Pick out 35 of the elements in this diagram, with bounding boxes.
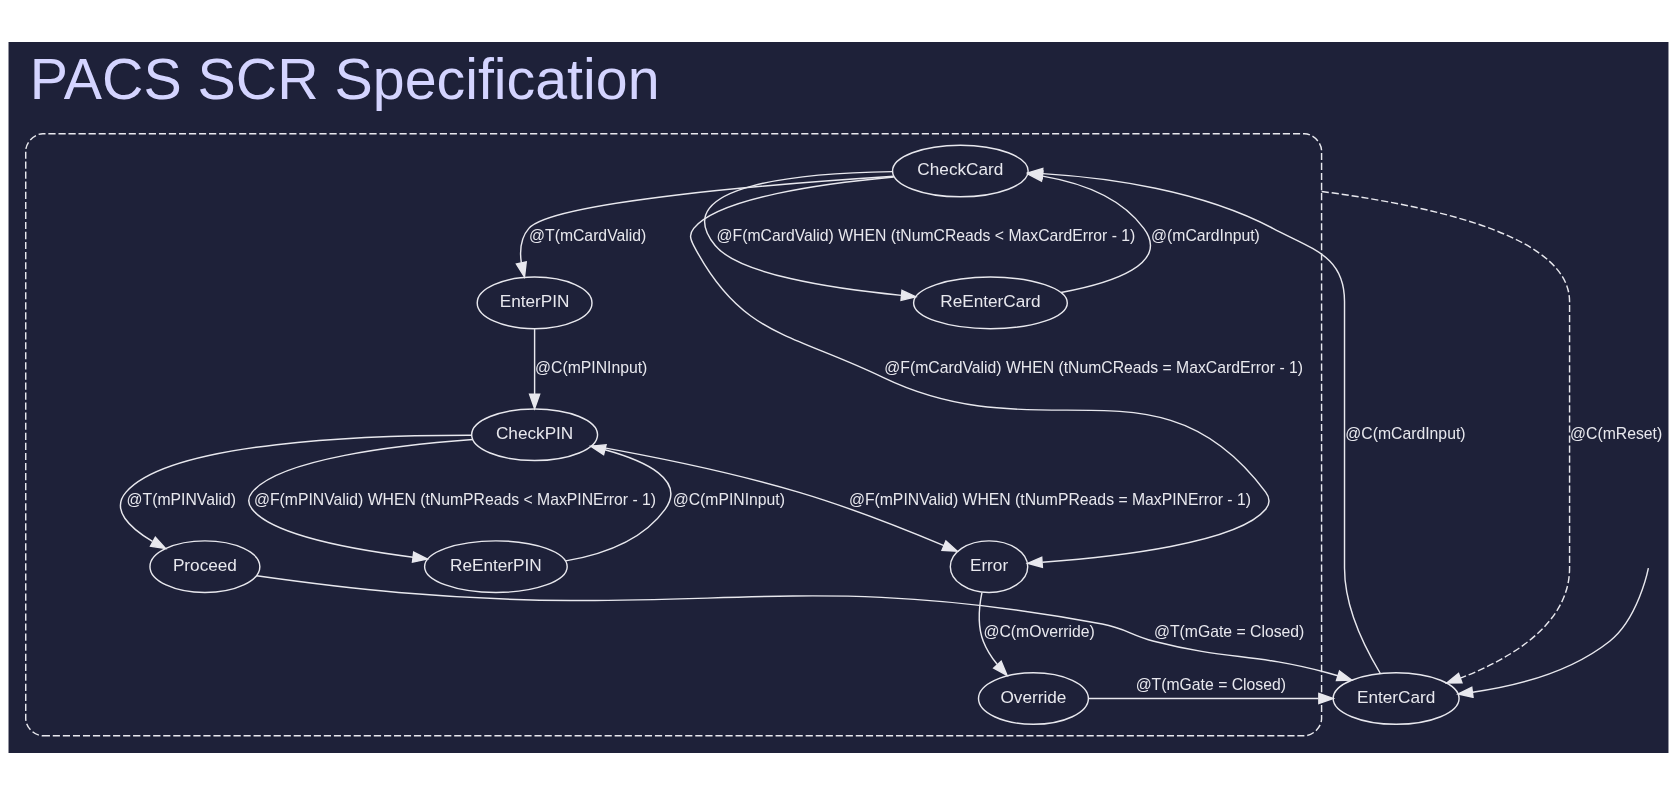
node-ellipse: Error (949, 539, 1029, 593)
edge-label: @T(mPINValid) (126, 490, 236, 508)
node-ellipse: CheckCard (891, 144, 1029, 198)
edge-label: @T(mGate = Closed) (1153, 622, 1305, 640)
arrow (704, 170, 918, 301)
arrow (564, 443, 672, 562)
edge-label: @F(mPINValid) WHEN (tNumPReads < MaxPINError - 1) (254, 490, 657, 508)
diagram-title: PACS SCR Specification (29, 46, 660, 111)
node-ellipse: CheckPIN (470, 407, 599, 461)
edge-label: @C(mPINInput) (672, 490, 785, 508)
node-ellipse: EnterPIN (476, 275, 593, 329)
arrow (515, 175, 895, 279)
edge-label: @C(mPINInput) (535, 358, 648, 376)
arrow (1456, 567, 1650, 698)
edge-label: @(mCardInput) (1151, 226, 1260, 244)
edge-label: @F(mCardValid) WHEN (tNumCReads = MaxCardError - 1) (884, 358, 1304, 376)
node-ellipse: ReEnterPIN (423, 539, 568, 593)
edge-label: @F(mPINValid) WHEN (tNumPReads = MaxPINError - 1) (848, 490, 1251, 508)
node-ellipse: ReEnterCard (912, 275, 1068, 329)
edge-label: @T(mGate = Closed) (1135, 675, 1286, 693)
arrow (255, 574, 1354, 681)
edge-label: @F(mCardValid) WHEN (tNumCReads < MaxCardError - 1) (716, 226, 1136, 244)
arrow (119, 434, 473, 550)
arrow (528, 328, 541, 411)
arrow (1320, 190, 1571, 684)
arrow (978, 591, 1009, 677)
edge-label: @C(mCardInput) (1345, 424, 1466, 442)
arrow (1087, 692, 1336, 705)
edge-label: @C(mOverride) (983, 622, 1095, 640)
node-ellipse: Override (977, 671, 1090, 725)
edge-label: @T(mCardValid) (529, 226, 647, 244)
arrow (247, 438, 474, 563)
edge-label: @C(mReset) (1570, 424, 1663, 442)
node-ellipse: Proceed (149, 539, 261, 593)
arrow (689, 175, 1270, 568)
